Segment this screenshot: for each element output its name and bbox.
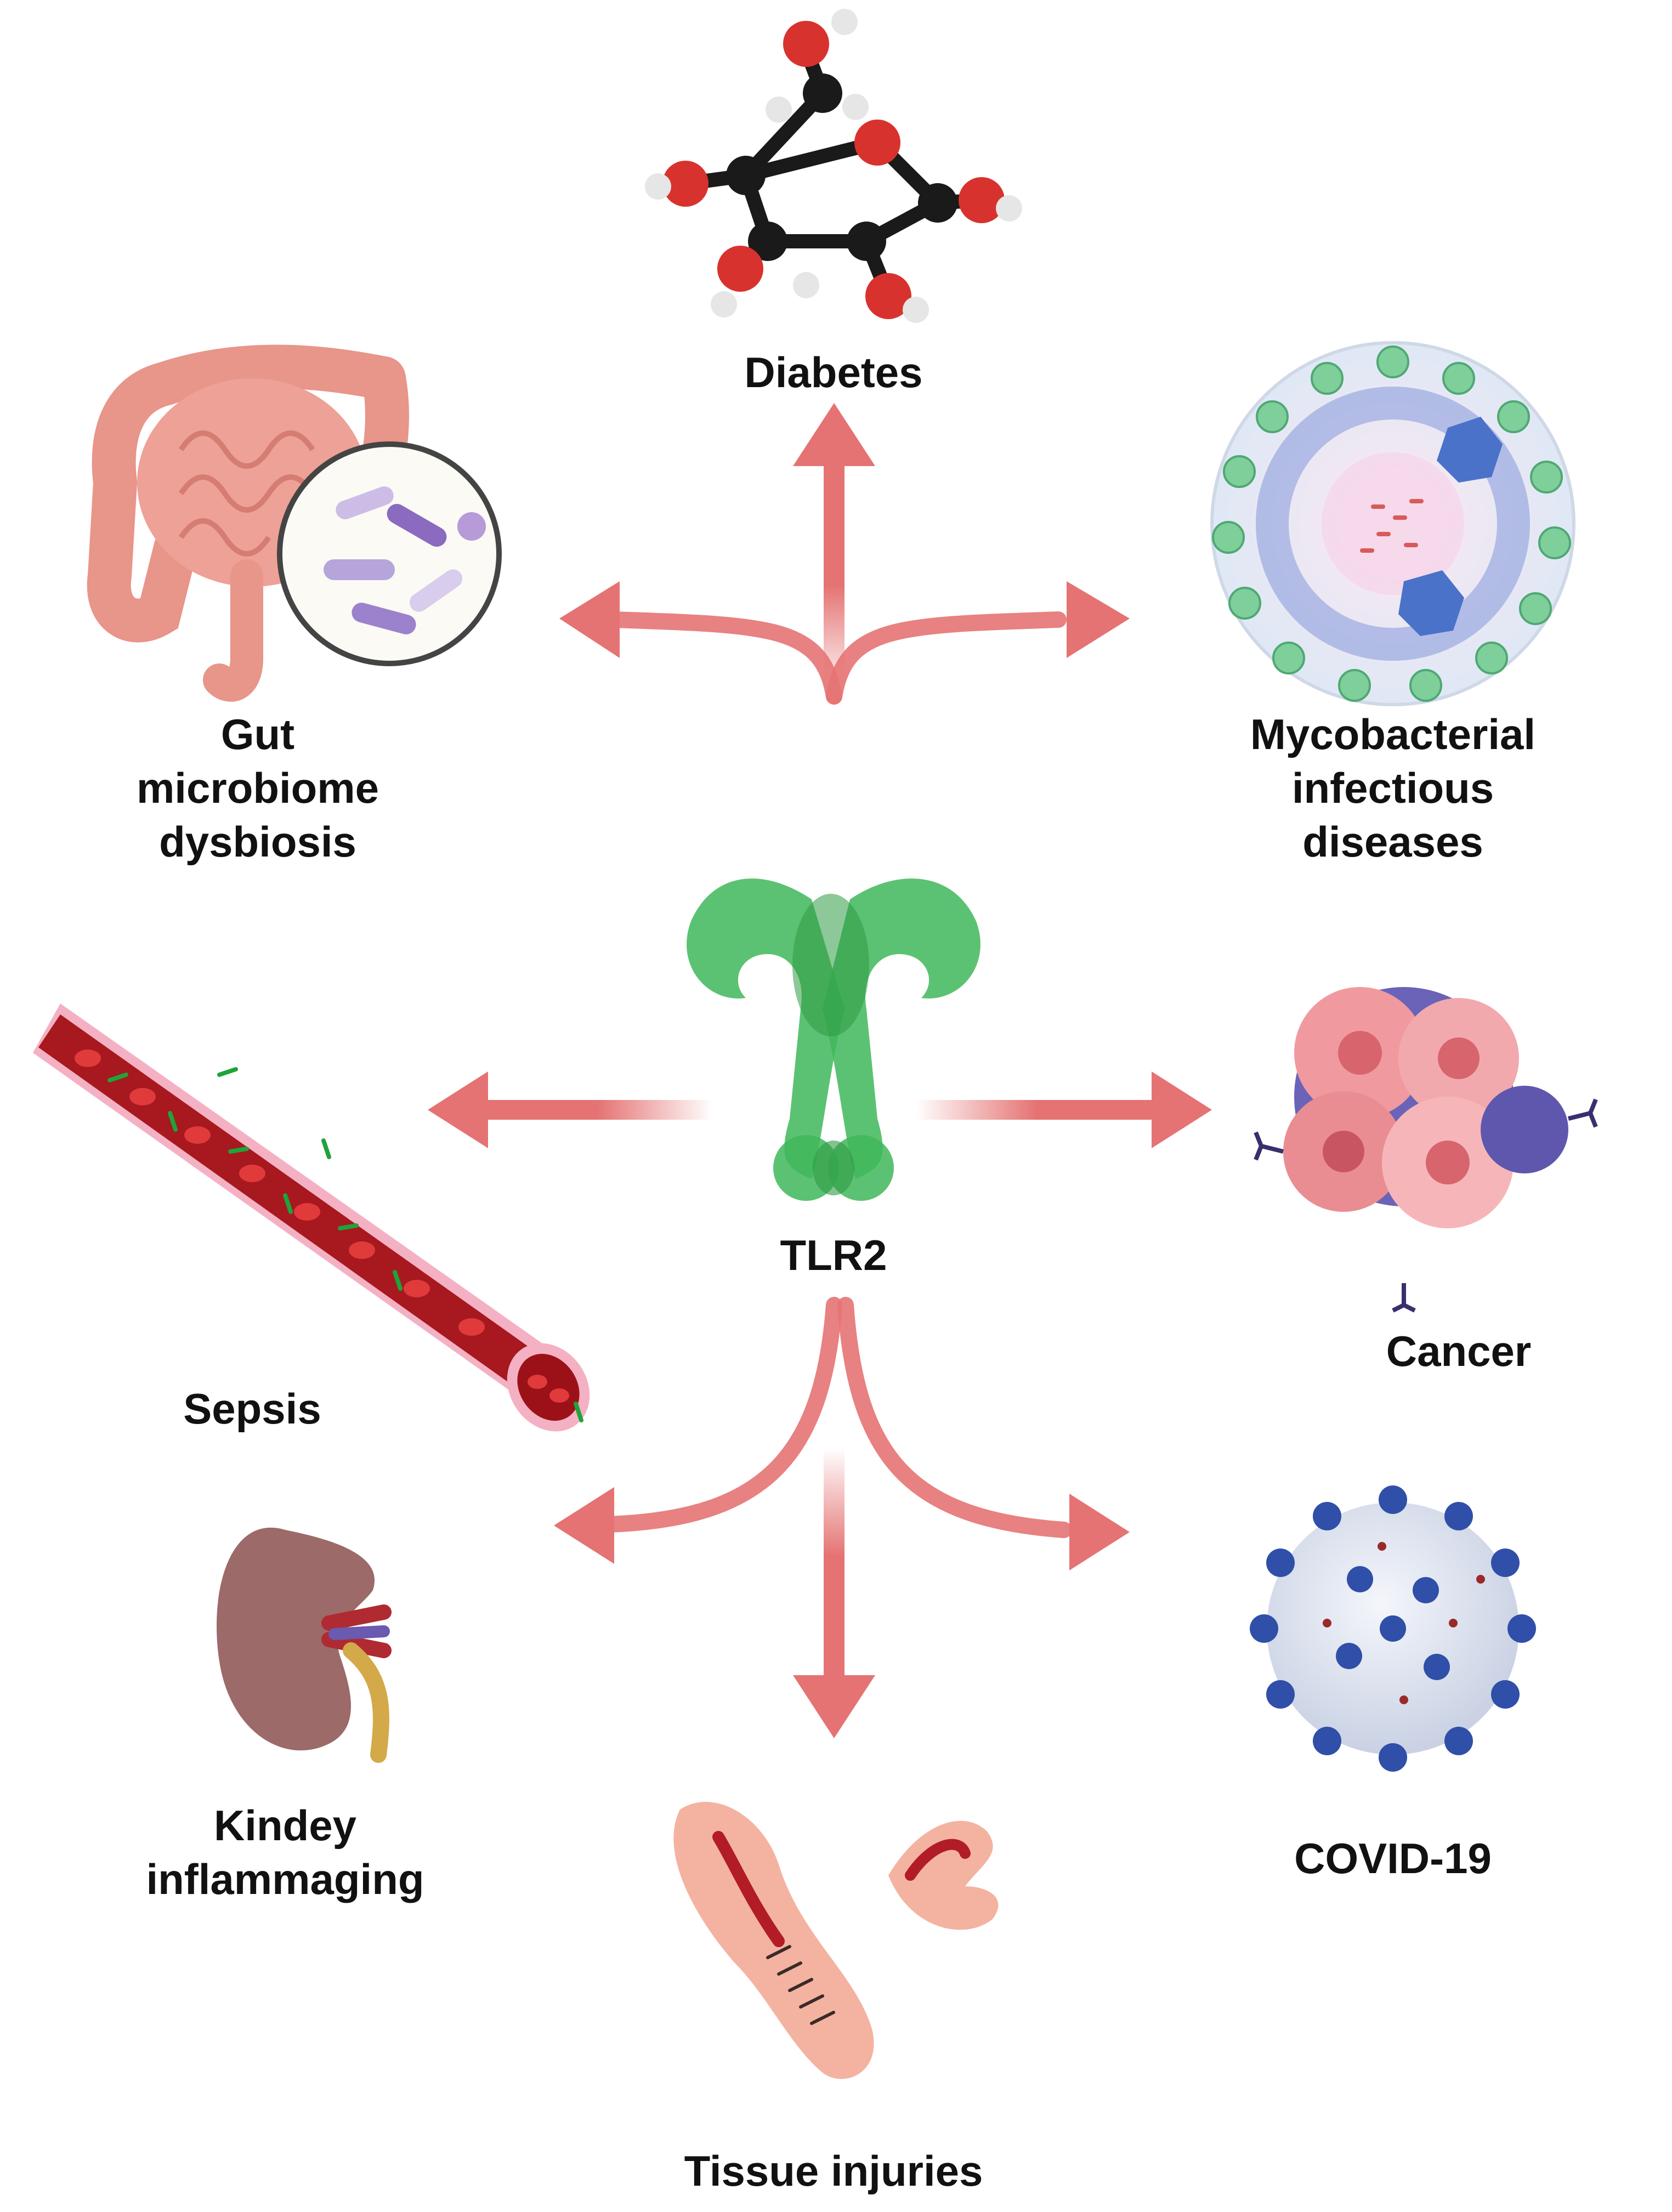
arrowhead-covid xyxy=(1069,1494,1130,1570)
label-line: Gut xyxy=(220,710,295,758)
blood-vessel-icon xyxy=(33,1003,590,1432)
label-line: Kindey xyxy=(213,1801,357,1850)
label-line: Sepsis xyxy=(183,1385,321,1433)
granuloma-icon xyxy=(1210,341,1575,706)
kidney-icon xyxy=(217,1527,392,1763)
label-line: dysbiosis xyxy=(159,818,356,866)
label-line: COVID-19 xyxy=(1294,1834,1492,1882)
label-diabetes: Diabetes xyxy=(729,345,938,399)
label-line: Diabetes xyxy=(744,348,923,396)
arrowhead-cancer xyxy=(1152,1071,1212,1148)
label-line: microbiome xyxy=(136,764,379,812)
bacteria-magnifier-icon xyxy=(277,441,502,666)
arrowhead-gut xyxy=(559,581,620,658)
label-cancer: Cancer xyxy=(1360,1324,1557,1378)
cancer-cells-icon xyxy=(1254,987,1598,1313)
arrowhead-tissue xyxy=(793,1675,875,1738)
arrows xyxy=(428,403,1212,1738)
label-line: Cancer xyxy=(1386,1327,1532,1375)
label-line: Mycobacterial xyxy=(1250,710,1536,758)
arrowhead-kidney xyxy=(554,1487,614,1564)
label-mycobacterial: Mycobacterial infectious diseases xyxy=(1206,707,1579,869)
label-line: Tissue injuries xyxy=(684,2147,983,2195)
arrowhead-sepsis xyxy=(428,1071,488,1148)
tissue-injury-icon xyxy=(673,1802,999,2079)
label-line: infectious xyxy=(1291,764,1494,812)
arrow-to-kidney xyxy=(600,1297,842,1533)
glucose-molecule-icon xyxy=(645,9,1022,323)
arrow-to-covid xyxy=(837,1297,1072,1538)
label-covid: COVID-19 xyxy=(1250,1831,1535,1885)
arrow-to-tissue xyxy=(824,1448,844,1689)
label-line: TLR2 xyxy=(780,1231,887,1279)
arrowhead-myco xyxy=(1067,581,1130,658)
arrow-to-myco xyxy=(826,611,1067,705)
label-sepsis: Sepsis xyxy=(154,1382,351,1436)
arrow-to-gut xyxy=(606,611,842,705)
label-kidney: Kindey inflammaging xyxy=(132,1799,439,1906)
arrow-to-cancer xyxy=(916,1100,1157,1120)
arrowhead-diabetes xyxy=(793,403,875,466)
label-tlr2: TLR2 xyxy=(746,1228,921,1282)
arrow-to-sepsis xyxy=(483,1100,713,1120)
label-line: inflammaging xyxy=(146,1855,424,1903)
label-gut-microbiome: Gut microbiome dysbiosis xyxy=(121,707,395,869)
label-line: diseases xyxy=(1302,818,1483,866)
label-tissue-injuries: Tissue injuries xyxy=(631,2144,1036,2198)
coronavirus-icon xyxy=(1250,1485,1536,1772)
tlr2-receptor-icon xyxy=(687,878,980,1201)
